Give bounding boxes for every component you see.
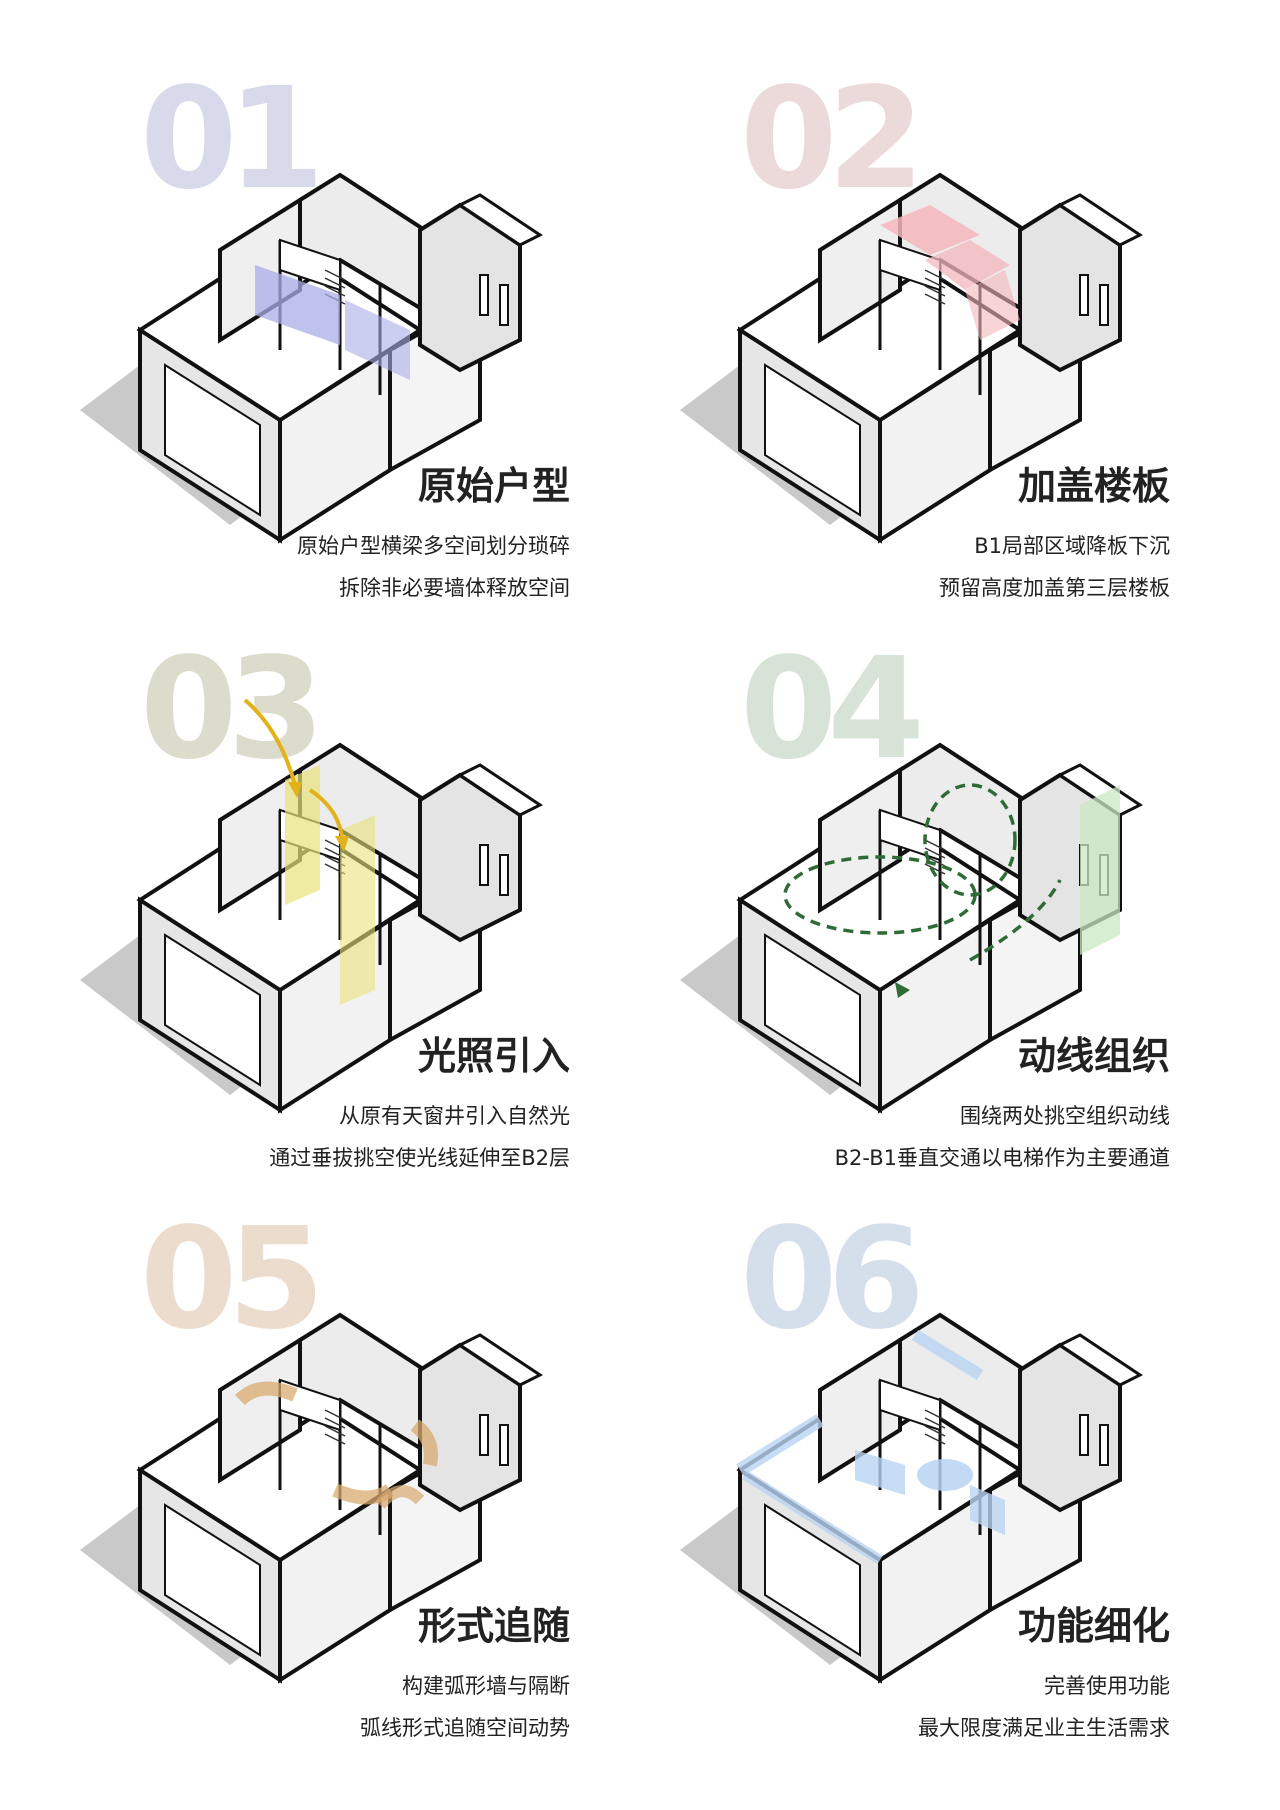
description-line-2: 最大限度满足业主生活需求 xyxy=(918,1716,1170,1740)
panel-02: 02 加盖楼板 B1局部区域降板下沉 预留高度加盖第三层楼板 xyxy=(640,60,1240,620)
isometric-house-drawing xyxy=(80,1313,542,1682)
description-line-1: 原始户型横梁多空间划分琐碎 xyxy=(297,534,570,558)
step-number: 05 xyxy=(140,1198,325,1361)
highlight-void xyxy=(340,815,375,1005)
highlight-elevator-shaft xyxy=(1080,785,1120,955)
panel-title: 形式追随 xyxy=(417,1604,570,1648)
isometric-house-drawing xyxy=(80,698,542,1112)
highlight-lowered-floor xyxy=(925,240,1010,290)
description-line-1: 构建弧形墙与隔断 xyxy=(402,1674,570,1698)
description-line-2: 通过垂拔挑空使光线延伸至B2层 xyxy=(269,1146,570,1170)
isometric-house-drawing xyxy=(680,1313,1142,1682)
highlight-new-slab xyxy=(880,205,980,255)
isometric-house-drawing xyxy=(680,173,1142,542)
isometric-house-drawing xyxy=(80,173,542,542)
description-line-2: 弧线形式追随空间动势 xyxy=(360,1716,570,1740)
panel-title: 功能细化 xyxy=(1017,1604,1170,1648)
step-number: 01 xyxy=(140,58,325,221)
panel-title: 动线组织 xyxy=(1017,1034,1170,1078)
description-line-1: B1局部区域降板下沉 xyxy=(974,534,1170,558)
circulation-path xyxy=(969,879,1062,962)
light-arrowhead-2 xyxy=(335,836,349,852)
highlight-storage xyxy=(970,1485,1005,1535)
panel-title: 光照引入 xyxy=(417,1034,570,1078)
highlight-upper-shelf xyxy=(911,1329,984,1381)
highlight-beam-area xyxy=(255,265,340,345)
light-arrow-2 xyxy=(308,788,344,841)
highlight-sofa xyxy=(855,1450,905,1495)
panel-04: 04 动线组织 围绕两处挑空组织动线 B2-B1垂直交通以电梯作为主要通道 xyxy=(640,630,1240,1190)
description-line-2: 拆除非必要墙体释放空间 xyxy=(339,576,570,600)
circulation-arrowhead xyxy=(895,982,910,998)
isometric-house-drawing xyxy=(680,743,1142,1112)
light-arrow-1 xyxy=(243,698,297,786)
description-line-2: B2-B1垂直交通以电梯作为主要通道 xyxy=(834,1146,1170,1170)
highlight-light-well xyxy=(285,765,320,905)
step-number: 04 xyxy=(740,628,925,791)
highlight-cabinet-front xyxy=(742,1470,883,1565)
description-line-1: 从原有天窗井引入自然光 xyxy=(339,1104,570,1128)
step-number: 03 xyxy=(140,628,325,791)
highlight-slab-edge xyxy=(965,270,1020,340)
step-number: 06 xyxy=(740,1198,925,1361)
panel-03: 03 光照引入 从原有天窗井引入自然光 通过垂拔挑空使光线延伸至B2层 xyxy=(40,630,640,1190)
panel-06: 06 功能细化 完善使用功能 最大限度满足业主生活需求 xyxy=(640,1200,1240,1760)
description-line-1: 完善使用功能 xyxy=(1044,1674,1170,1698)
highlight-partition-area xyxy=(345,300,410,380)
highlight-cabinet-wall xyxy=(736,1414,824,1476)
description-line-1: 围绕两处挑空组织动线 xyxy=(960,1104,1170,1128)
highlight-table xyxy=(917,1459,973,1491)
light-arrowhead-1 xyxy=(288,782,302,798)
highlight-curved-partition xyxy=(375,1485,425,1509)
panel-01: 01 原始户型 原始户型横梁多空间划分琐碎 拆除非必要墙体释放空间 xyxy=(40,60,640,620)
panel-title: 原始户型 xyxy=(417,464,570,508)
highlight-curved-wall-1 xyxy=(235,1381,298,1406)
highlight-curved-wall-3 xyxy=(410,1419,438,1467)
panel-05: 05 形式追随 构建弧形墙与隔断 弧线形式追随空间动势 xyxy=(40,1200,640,1760)
step-number: 02 xyxy=(740,58,925,221)
panel-title: 加盖楼板 xyxy=(1017,464,1170,508)
circulation-loop-2 xyxy=(923,783,1017,897)
description-line-2: 预留高度加盖第三层楼板 xyxy=(939,576,1170,600)
